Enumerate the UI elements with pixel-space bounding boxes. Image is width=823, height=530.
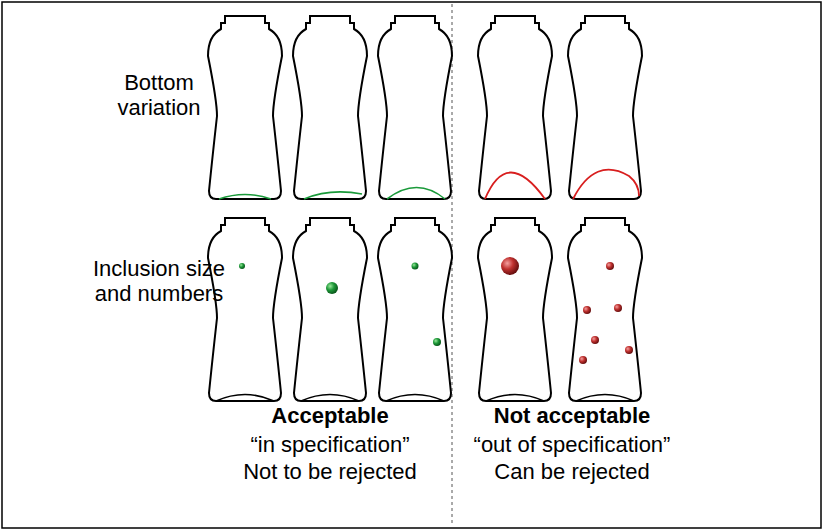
bottle	[293, 16, 367, 199]
group-note: “in specification”	[225, 432, 435, 457]
row-label: Inclusion size and numbers	[85, 256, 233, 307]
divider	[452, 4, 453, 526]
row-label: Bottom variation	[100, 70, 218, 121]
bottle	[478, 218, 552, 401]
bottle	[378, 16, 452, 199]
group-heading: Acceptable	[225, 403, 435, 428]
bottle	[378, 218, 452, 401]
group-heading: Not acceptable	[458, 403, 686, 428]
bottle	[478, 16, 552, 199]
bottle	[208, 16, 282, 199]
bottle	[208, 218, 282, 401]
bottle	[568, 16, 642, 199]
group-note: Not to be rejected	[225, 459, 435, 484]
bottle	[568, 218, 642, 401]
bottle	[293, 218, 367, 401]
group-note: “out of specification”	[458, 432, 686, 457]
group-note: Can be rejected	[458, 459, 686, 484]
